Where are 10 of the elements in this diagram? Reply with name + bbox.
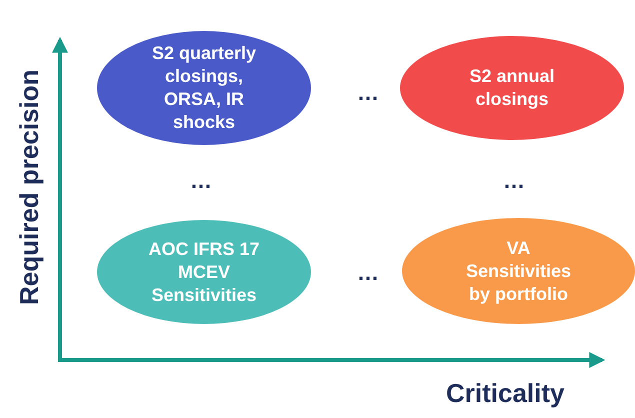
ellipsis: …: [190, 168, 212, 194]
node-label: S2 quarterly closings, ORSA, IR shocks: [150, 42, 258, 134]
node-label: AOC IFRS 17 MCEV Sensitivities: [147, 238, 261, 306]
ellipsis: …: [357, 80, 379, 106]
node-label: VA Sensitivities by portfolio: [464, 236, 572, 306]
ellipsis: …: [357, 260, 379, 286]
axis-title: Criticality: [446, 378, 564, 409]
axis-title: Required precision: [14, 70, 45, 305]
node-label: S2 annual closings: [468, 65, 556, 111]
ellipsis: …: [503, 168, 525, 194]
